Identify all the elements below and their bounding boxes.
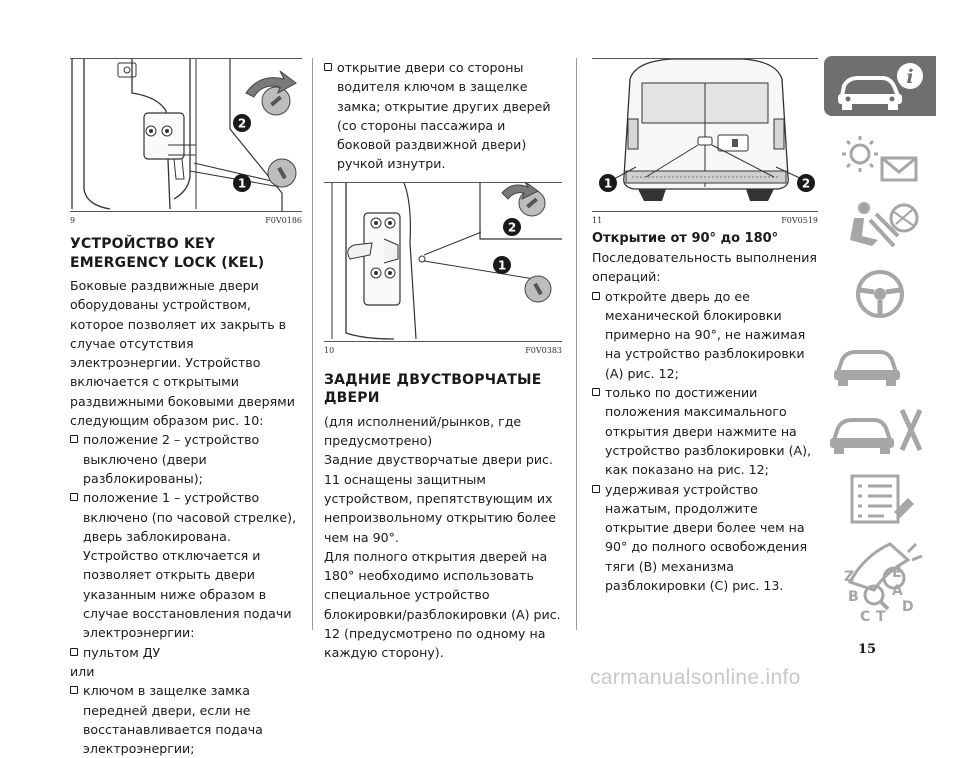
tab-index[interactable]: Z E A B C T D xyxy=(824,561,936,625)
section-tabs: i xyxy=(824,56,940,625)
index-letter: D xyxy=(902,599,914,615)
rear-doors-paragraph-1: Задние двустворчатые двери рис. 11 оснащ… xyxy=(324,452,557,545)
bullet-text: удерживая устройство нажатым, продолжите… xyxy=(605,481,808,594)
or-text: или xyxy=(70,663,95,679)
door-latch-illustration: 2 1 xyxy=(71,59,302,211)
index-letter: E xyxy=(892,565,902,581)
bullet-item: пультом ДУ xyxy=(70,643,302,662)
bullet-item: откройте дверь до ее механической блокир… xyxy=(592,287,818,383)
fig10-code: F0V0383 xyxy=(525,345,562,355)
figure-9: 2 1 xyxy=(70,58,302,212)
checkbox-bullet-icon xyxy=(70,686,78,695)
badge-2: 2 xyxy=(238,117,246,131)
kel-paragraph: Боковые раздвижные двери оборудованы уст… xyxy=(70,278,295,429)
warning-lights-icon xyxy=(842,136,918,182)
checkbox-bullet-icon xyxy=(592,388,600,397)
bullet-text: положение 2 – устройство выключено (двер… xyxy=(83,432,260,486)
bullet-text: откройте дверь до ее механической блокир… xyxy=(605,288,806,381)
sequence-paragraph: Последовательность выполнения операций: xyxy=(592,250,817,285)
index-letter: T xyxy=(876,609,886,625)
tab-emergency[interactable] xyxy=(824,332,936,392)
car-emergency-icon xyxy=(834,350,900,386)
rear-doors-heading: ЗАДНИЕ ДВУСТВОРЧАТЫЕ ДВЕРИ xyxy=(324,371,542,407)
column-divider xyxy=(576,58,577,630)
badge-2: 2 xyxy=(508,220,516,234)
badge-1: 1 xyxy=(604,177,612,191)
fig9-number: 9 xyxy=(70,216,76,225)
bullet-item: удерживая устройство нажатым, продолжите… xyxy=(592,480,818,596)
checkbox-bullet-icon xyxy=(592,484,600,493)
fig11-code: F0V0519 xyxy=(781,216,818,225)
bullet-text: ключом в защелке замка передней двери, е… xyxy=(83,683,263,757)
tab-safety[interactable] xyxy=(824,196,936,256)
column-1: 2 1 9 F0V0186 УСТРОЙСТВО KEY EMERGENCY LO… xyxy=(70,58,302,758)
multimedia-icon xyxy=(847,542,923,592)
specs-list-icon xyxy=(850,474,914,524)
bullet-item: положение 2 – устройство выключено (двер… xyxy=(70,430,302,488)
watermark: carmanualsonline.info xyxy=(590,666,801,689)
checkbox-bullet-icon xyxy=(592,291,600,300)
bullet-text: только по достижении положения максималь… xyxy=(605,385,812,478)
rear-doors-paragraph-2: Для полного открытия дверей на 180° необ… xyxy=(324,548,561,661)
rear-van-illustration: 1 2 xyxy=(599,59,815,201)
seat-airbag-icon xyxy=(850,202,919,248)
fig10-number: 10 xyxy=(324,345,335,355)
checkbox-bullet-icon xyxy=(70,435,78,444)
rear-doors-subtitle: (для исполнений/рынков, где предусмотрен… xyxy=(324,413,522,449)
badge-1: 1 xyxy=(498,258,506,272)
bullet-item: положение 1 – устройство включено (по ча… xyxy=(70,488,302,642)
badge-1: 1 xyxy=(238,177,246,191)
index-letter: C xyxy=(860,609,870,625)
index-letter: B xyxy=(848,589,859,605)
sliding-door-lock-illustration: 2 1 xyxy=(331,182,562,340)
tab-technical-data[interactable] xyxy=(824,468,936,528)
column-divider xyxy=(312,58,313,630)
fig9-code: F0V0186 xyxy=(265,216,302,225)
car-service-icon xyxy=(830,408,923,454)
index-letter: Z xyxy=(844,569,854,585)
tab-multimedia[interactable] xyxy=(824,536,936,596)
car-info-icon: i xyxy=(838,63,923,110)
bullet-item: ключом в защелке замка передней двери, е… xyxy=(70,681,302,758)
fig11-number: 11 xyxy=(592,216,603,225)
checkbox-bullet-icon xyxy=(324,63,332,71)
index-letter: A xyxy=(892,583,903,599)
bullet-item: только по достижении положения максималь… xyxy=(592,383,818,479)
checkbox-bullet-icon xyxy=(70,647,78,656)
figure-11: 1 2 xyxy=(592,58,818,212)
column-2: открытие двери со стороны водителя ключо… xyxy=(324,58,562,663)
tab-maintenance[interactable] xyxy=(824,400,936,460)
bullet-text: пультом ДУ xyxy=(83,644,161,660)
bullet-item: открытие двери со стороны водителя ключо… xyxy=(324,58,562,174)
column-3: 1 2 11 F0V0519 Открытие от 90° до 180° По… xyxy=(592,58,818,595)
bullet-text: положение 1 – устройство включено (по ча… xyxy=(83,490,297,641)
steering-wheel-icon xyxy=(856,270,904,318)
badge-2: 2 xyxy=(802,177,810,191)
figure-10: 2 1 xyxy=(324,181,562,342)
index-icon: Z E A B C T D xyxy=(844,565,914,625)
bullet-text: открытие двери со стороны водителя ключо… xyxy=(337,60,551,172)
svg-text:i: i xyxy=(906,66,913,88)
page-number: 15 xyxy=(858,642,877,657)
tab-starting-driving[interactable] xyxy=(824,264,936,324)
kel-heading: УСТРОЙСТВО KEY EMERGENCY LOCK (KEL) xyxy=(70,236,265,271)
tab-warning-lights[interactable] xyxy=(824,128,936,188)
tab-car-info[interactable]: i xyxy=(824,56,936,116)
opening-heading: Открытие от 90° до 180° xyxy=(592,231,779,246)
checkbox-bullet-icon xyxy=(70,493,78,502)
